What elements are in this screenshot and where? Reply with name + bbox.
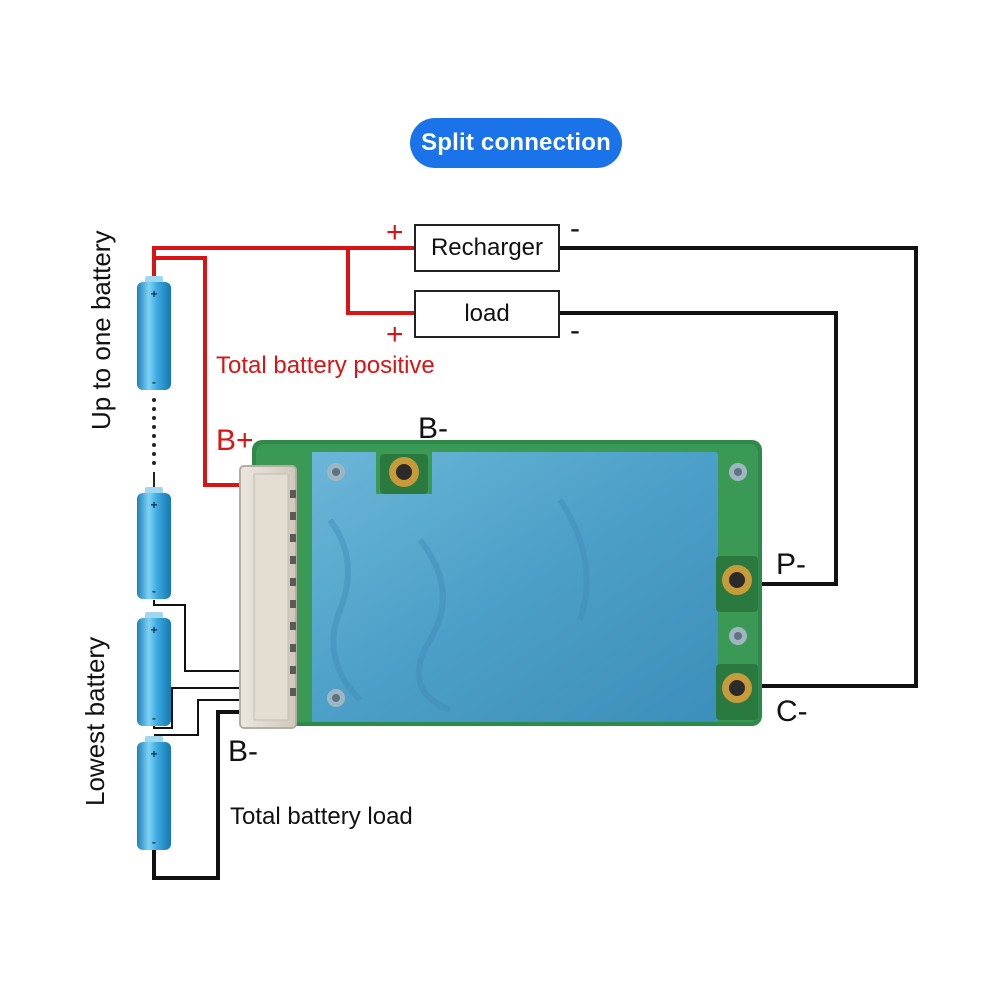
total-battery-positive-label: Total battery positive — [216, 352, 435, 379]
bms-board — [239, 440, 762, 729]
title-badge: Split connection — [410, 118, 622, 168]
battery-2-minus: - — [152, 584, 156, 598]
mount-hole-top-left — [327, 463, 345, 481]
balance-connector — [239, 465, 297, 729]
pad-p-minus — [716, 556, 758, 612]
load-box: load — [414, 290, 560, 338]
recharger-box: Recharger — [414, 224, 560, 272]
wire-lowest-to-b-minus — [152, 710, 245, 880]
battery-4-minus: - — [152, 835, 156, 849]
wire-split-to-load — [346, 248, 414, 315]
wire-pack-to-bplus — [154, 256, 240, 487]
balance-wire-1 — [153, 600, 245, 672]
lowest-battery-label: Lowest battery — [80, 636, 110, 806]
battery-series-dots — [152, 398, 156, 490]
pad-c-minus — [716, 664, 758, 720]
battery-3-minus: - — [152, 711, 156, 725]
mount-hole-mid-right — [729, 627, 747, 645]
recharger-minus-sign: - — [570, 212, 580, 245]
battery-cell-2 — [137, 487, 171, 599]
battery-1-plus: + — [150, 287, 157, 301]
wire-pack-to-recharger — [152, 246, 414, 282]
battery-4-plus: + — [150, 747, 157, 761]
total-battery-load-label: Total battery load — [230, 803, 413, 830]
balance-wire-3 — [154, 699, 245, 736]
b-minus-bottom-label: B- — [228, 735, 258, 768]
b-plus-label: B+ — [216, 424, 254, 457]
battery-3-plus: + — [150, 623, 157, 637]
balance-wire-2 — [153, 687, 245, 729]
c-minus-label: C- — [776, 695, 808, 728]
recharger-label: Recharger — [430, 234, 544, 261]
load-minus-sign: - — [570, 314, 580, 347]
mount-hole-bottom-left — [327, 689, 345, 707]
battery-cell-3 — [137, 612, 171, 726]
battery-cell-4 — [137, 736, 171, 850]
b-minus-top-label: B- — [418, 412, 448, 445]
recharger-plus-sign: + — [386, 216, 404, 249]
balance-wires — [153, 600, 245, 736]
p-minus-label: P- — [776, 548, 806, 581]
load-label: load — [464, 300, 510, 327]
wire-recharger-to-c-minus — [560, 246, 918, 688]
up-to-one-battery-label: Up to one battery — [86, 230, 116, 430]
battery-cell-1 — [137, 276, 171, 390]
load-plus-sign: + — [386, 318, 404, 351]
positive-wires — [152, 246, 414, 487]
battery-2-plus: + — [150, 498, 157, 512]
wire-load-to-p-minus — [560, 311, 838, 586]
pad-b-minus — [380, 454, 428, 494]
negative-wires — [152, 246, 918, 880]
mount-hole-top-right — [729, 463, 747, 481]
battery-1-minus: - — [152, 375, 156, 389]
